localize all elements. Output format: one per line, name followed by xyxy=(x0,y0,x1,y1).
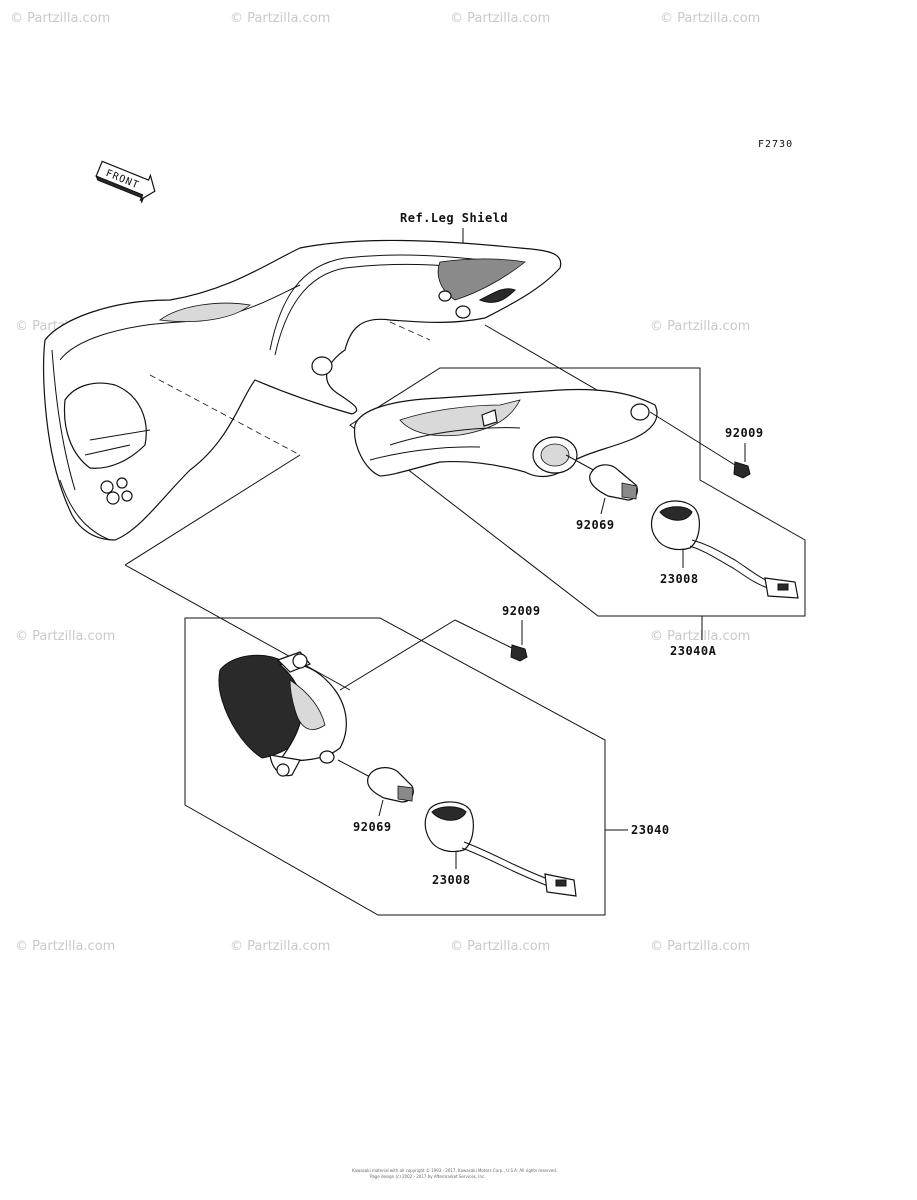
leader-line xyxy=(337,759,373,779)
upper-turn-signal-lens-drawing xyxy=(353,388,658,478)
watermark: © Partzilla.com xyxy=(10,11,110,26)
part-label-upper-bulb[interactable]: 92069 xyxy=(576,518,615,532)
watermark: © Partzilla.com xyxy=(450,11,550,26)
watermark: © Partzilla.com xyxy=(650,939,750,954)
part-label-lower-socket[interactable]: 23008 xyxy=(432,873,471,887)
part-label-lower-screw[interactable]: 92009 xyxy=(502,604,541,618)
watermark: © Partzilla.com xyxy=(15,629,115,644)
watermark-layer: © Partzilla.com © Partzilla.com © Partzi… xyxy=(10,11,760,954)
part-label-upper-socket[interactable]: 23008 xyxy=(660,572,699,586)
part-label-upper-screw[interactable]: 92009 xyxy=(725,426,764,440)
watermark: © Partzilla.com xyxy=(650,629,750,644)
upper-assembly-outline xyxy=(349,367,806,617)
front-arrow-icon: FRONT xyxy=(95,160,156,204)
upper-bulb-icon xyxy=(589,464,639,501)
part-label-upper-assembly[interactable]: 23040A xyxy=(670,644,717,658)
footer-copyright: Kawasaki material with all copyright © 1… xyxy=(352,1168,557,1173)
lower-turn-signal-lens-drawing xyxy=(218,651,347,777)
upper-screw-icon xyxy=(649,411,751,479)
leg-shield-drawing xyxy=(42,239,562,541)
watermark: © Partzilla.com xyxy=(660,11,760,26)
leader-line xyxy=(600,497,606,515)
reference-dash-line xyxy=(389,321,431,341)
leader-line xyxy=(339,619,456,691)
watermark: © Partzilla.com xyxy=(230,11,330,26)
reference-dash-line xyxy=(149,374,301,456)
watermark: © Partzilla.com xyxy=(450,939,550,954)
leader-line xyxy=(378,799,384,817)
watermark: © Partzilla.com xyxy=(15,939,115,954)
footer-design-credit: Page design (c) 2002 - 2017 by Aftermark… xyxy=(370,1174,485,1179)
leader-line xyxy=(565,454,598,473)
upper-socket-icon xyxy=(650,500,799,599)
figure-code: F2730 xyxy=(758,139,793,150)
part-label-lower-bulb[interactable]: 92069 xyxy=(353,820,392,834)
lower-assembly-outline xyxy=(184,617,606,916)
ref-leg-shield-label: Ref.Leg Shield xyxy=(400,211,508,225)
lower-socket-icon xyxy=(424,801,577,897)
lower-screw-icon xyxy=(454,619,528,662)
watermark: © Partzilla.com xyxy=(650,319,750,334)
watermark: © Partzilla.com xyxy=(230,939,330,954)
leader-line xyxy=(124,454,301,566)
lower-bulb-icon xyxy=(367,767,414,803)
part-label-lower-assembly[interactable]: 23040 xyxy=(631,823,670,837)
